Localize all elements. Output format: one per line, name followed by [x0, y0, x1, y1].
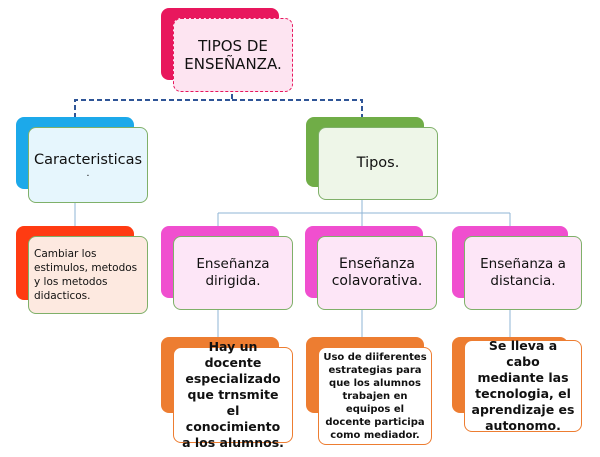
caracteristicas-detail: Cambiar los estimulos, metodos y los met…	[28, 236, 148, 314]
colavorativa-detail-text: Uso de diiferentes estrategias para que …	[323, 351, 427, 441]
tipos-node: Tipos.	[318, 127, 438, 200]
colavorativa-detail: Uso de diiferentes estrategias para que …	[318, 347, 432, 445]
distancia-label: Enseñanza a distancia.	[480, 256, 566, 289]
dirigida-detail-text: Hay un docente especializado que trnsmit…	[182, 339, 284, 450]
root-node: TIPOS DE ENSEÑANZA.	[173, 18, 293, 92]
caracteristicas-sub: .	[86, 167, 90, 179]
caracteristicas-detail-text: Cambiar los estimulos, metodos y los met…	[34, 248, 138, 302]
dirigida-label: Enseñanza dirigida.	[196, 256, 270, 289]
dirigida-detail: Hay un docente especializado que trnsmit…	[173, 339, 293, 450]
dirigida-node: Enseñanza dirigida.	[173, 236, 293, 310]
distancia-detail-text: Se lleva a cabo mediante las tecnologia,…	[471, 338, 575, 433]
detail-connectors	[217, 310, 511, 337]
colavorativa-node: Enseñanza colavorativa.	[317, 236, 437, 310]
caracteristicas-node: Caracteristicas .	[28, 127, 148, 203]
tipos-label: Tipos.	[356, 155, 400, 171]
root-label: TIPOS DE ENSEÑANZA.	[184, 37, 282, 73]
colavorativa-label: Enseñanza colavorativa.	[331, 256, 423, 289]
distancia-detail: Se lleva a cabo mediante las tecnologia,…	[464, 338, 582, 433]
distancia-node: Enseñanza a distancia.	[464, 236, 582, 310]
caracteristicas-label: Caracteristicas	[33, 151, 143, 168]
tipos-connector	[217, 200, 511, 226]
